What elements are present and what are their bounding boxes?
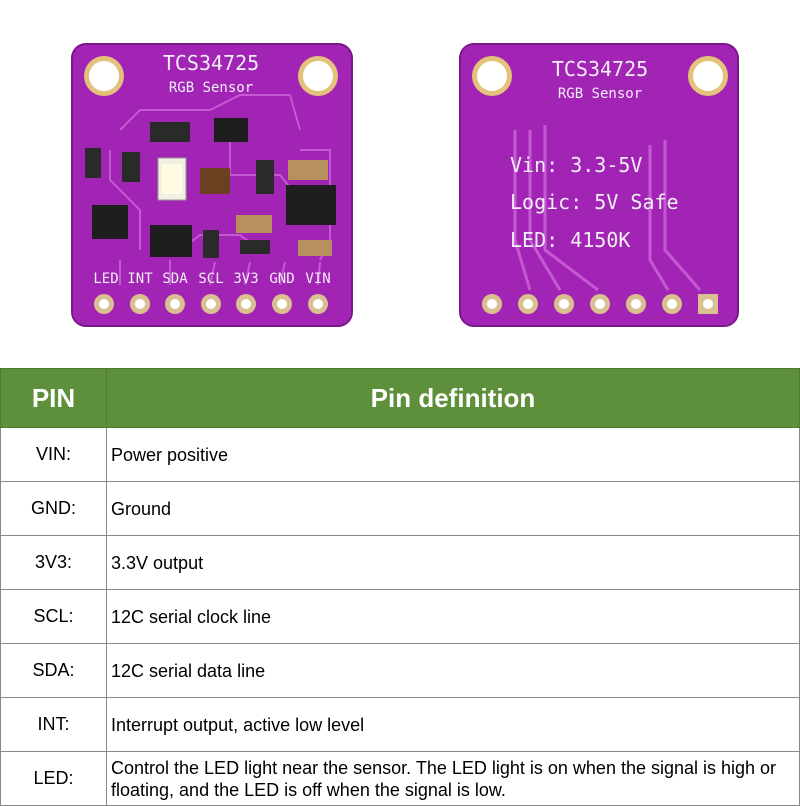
front-pin-labels: LED INT SDA SCL 3V3 GND VIN: [93, 271, 330, 287]
front-chip-name: TCS34725: [163, 51, 259, 75]
product-photo: TCS34725 RGB Sensor LED INT SDA SCL 3V3 …: [0, 0, 800, 368]
row-definition: Ground: [106, 481, 800, 536]
row-definition: Control the LED light near the sensor. T…: [106, 751, 800, 806]
row-definition: 12C serial data line: [106, 643, 800, 698]
pin-label-scl: SCL: [198, 271, 223, 287]
pin-definition-table: PIN Pin definition VIN: Power positive G…: [0, 368, 800, 806]
row-pin: SCL:: [0, 589, 107, 644]
row-pin: SDA:: [0, 643, 107, 698]
back-pin-pads: [482, 294, 718, 314]
row-pin: GND:: [0, 481, 107, 536]
pin-label-sda: SDA: [162, 271, 188, 287]
back-vin-spec: Vin: 3.3-5V: [510, 153, 642, 177]
table-row: VIN: Power positive: [0, 427, 800, 482]
front-pin-pads: [94, 294, 328, 314]
front-subtitle: RGB Sensor: [169, 80, 253, 96]
row-definition: 12C serial clock line: [106, 589, 800, 644]
boards-illustration: TCS34725 RGB Sensor LED INT SDA SCL 3V3 …: [71, 43, 739, 327]
back-chip-name: TCS34725: [552, 57, 648, 81]
back-board: TCS34725 RGB Sensor Vin: 3.3-5V Logic: 5…: [459, 43, 739, 327]
header-pin-definition: Pin definition: [106, 368, 800, 428]
row-pin: INT:: [0, 697, 107, 752]
row-definition: Power positive: [106, 427, 800, 482]
back-subtitle: RGB Sensor: [558, 86, 642, 102]
table-row: SDA: 12C serial data line: [0, 643, 800, 698]
row-pin: VIN:: [0, 427, 107, 482]
back-led-spec: LED: 4150K: [510, 228, 630, 252]
table-row: GND: Ground: [0, 481, 800, 536]
pin-label-vin: VIN: [305, 271, 330, 287]
back-logic-spec: Logic: 5V Safe: [510, 190, 679, 214]
row-definition: Interrupt output, active low level: [106, 697, 800, 752]
pin-label-led: LED: [93, 271, 118, 287]
table-row: LED: Control the LED light near the sens…: [0, 751, 800, 806]
table-row: INT: Interrupt output, active low level: [0, 697, 800, 752]
table-row: 3V3: 3.3V output: [0, 535, 800, 590]
pin-label-int: INT: [127, 271, 153, 287]
pin-label-3v3: 3V3: [233, 271, 258, 287]
row-definition: 3.3V output: [106, 535, 800, 590]
table-header-row: PIN Pin definition: [0, 368, 800, 428]
row-pin: 3V3:: [0, 535, 107, 590]
front-board: TCS34725 RGB Sensor LED INT SDA SCL 3V3 …: [71, 43, 353, 327]
header-pin: PIN: [0, 368, 107, 428]
row-pin: LED:: [0, 751, 107, 806]
pin-label-gnd: GND: [269, 271, 294, 287]
table-row: SCL: 12C serial clock line: [0, 589, 800, 644]
